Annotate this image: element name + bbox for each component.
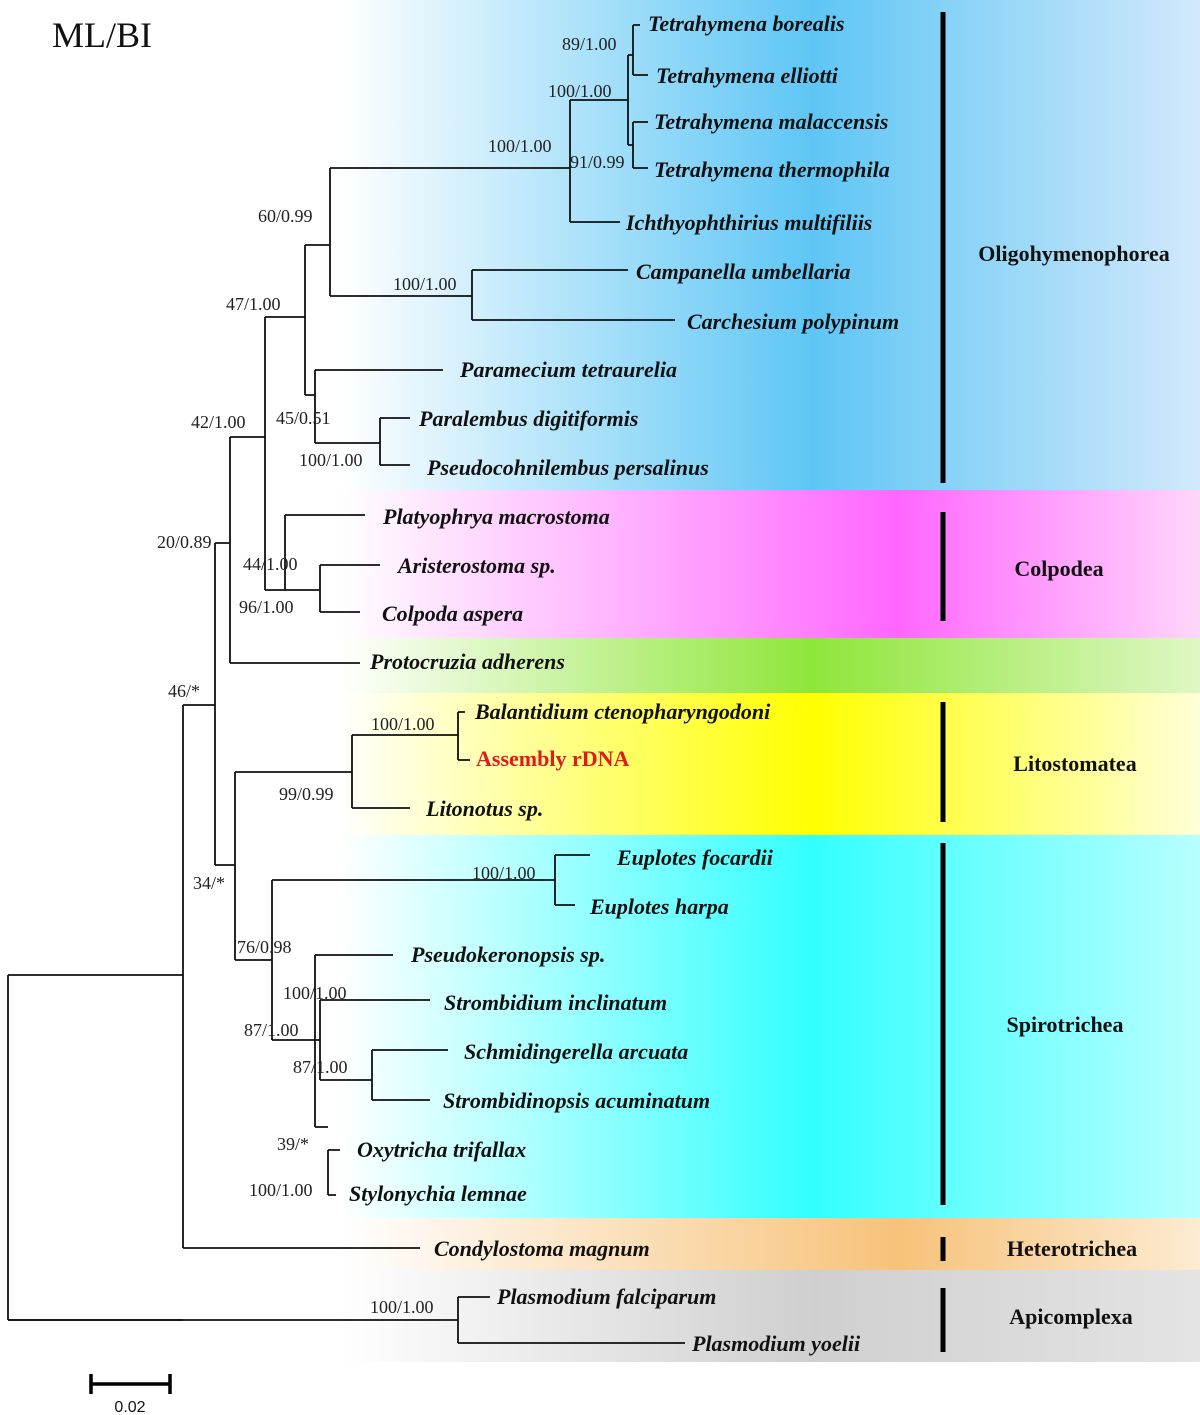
taxon-label: Condylostoma magnum bbox=[434, 1236, 650, 1261]
taxon-label: Strombidinopsis acuminatum bbox=[443, 1088, 710, 1113]
support-value: 47/1.00 bbox=[226, 294, 281, 314]
taxon-label: Aristerostoma sp. bbox=[396, 553, 556, 578]
support-value: 42/1.00 bbox=[191, 412, 246, 432]
band-heterotrichea bbox=[340, 1218, 1200, 1270]
figure-title: ML/BI bbox=[52, 15, 152, 55]
taxon-label: Euplotes focardii bbox=[616, 845, 774, 870]
taxon-label: Tetrahymena malaccensis bbox=[654, 109, 888, 134]
taxon-label: Plasmodium yoelii bbox=[691, 1331, 861, 1356]
scale-bar-label: 0.02 bbox=[114, 1399, 145, 1415]
group-label-litostomatea: Litostomatea bbox=[1013, 751, 1136, 776]
support-value: 100/1.00 bbox=[249, 1180, 313, 1200]
taxon-label: Tetrahymena borealis bbox=[648, 11, 845, 36]
support-value: 44/1.00 bbox=[243, 554, 298, 574]
support-value: 96/1.00 bbox=[239, 597, 294, 617]
support-value: 100/1.00 bbox=[472, 863, 536, 883]
taxon-label-highlight: Assembly rDNA bbox=[476, 746, 629, 771]
support-value: 39/* bbox=[277, 1134, 309, 1154]
taxon-label: Campanella umbellaria bbox=[636, 259, 851, 284]
support-value: 100/1.00 bbox=[370, 1297, 434, 1317]
taxon-label: Pseudocohnilembus persalinus bbox=[426, 455, 709, 480]
band-oligohymenophorea bbox=[340, 0, 1200, 490]
taxon-label: Carchesium polypinum bbox=[687, 309, 899, 334]
group-label-colpodea: Colpodea bbox=[1014, 556, 1103, 581]
scale-bar: 0.02 bbox=[89, 1374, 172, 1415]
support-value: 89/1.00 bbox=[562, 34, 617, 54]
support-value: 87/1.00 bbox=[244, 1020, 299, 1040]
support-value: 91/0.99 bbox=[570, 152, 625, 172]
taxon-label: Litonotus sp. bbox=[425, 796, 543, 821]
group-label-spirotrichea: Spirotrichea bbox=[1007, 1012, 1124, 1037]
group-label-apicomplexa: Apicomplexa bbox=[1009, 1304, 1132, 1329]
support-value: 87/1.00 bbox=[293, 1057, 348, 1077]
taxon-label: Euplotes harpa bbox=[589, 894, 729, 919]
support-value: 46/* bbox=[168, 681, 200, 701]
support-value: 100/1.00 bbox=[371, 714, 435, 734]
group-label-oligohymenophorea: Oligohymenophorea bbox=[978, 241, 1170, 266]
taxon-label: Ichthyophthirius multifiliis bbox=[625, 210, 872, 235]
support-value: 100/1.00 bbox=[283, 983, 347, 1003]
support-value: 100/1.00 bbox=[488, 136, 552, 156]
band-colpodea bbox=[340, 490, 1200, 638]
taxon-label: Balantidium ctenopharyngodoni bbox=[474, 699, 771, 724]
band-protocruzia bbox=[340, 638, 1200, 693]
taxon-label: Tetrahymena thermophila bbox=[654, 157, 890, 182]
taxon-label: Oxytricha trifallax bbox=[357, 1137, 526, 1162]
taxon-label: Tetrahymena elliotti bbox=[656, 63, 839, 88]
taxon-label: Protocruzia adherens bbox=[369, 649, 565, 674]
taxon-label: Schmidingerella arcuata bbox=[464, 1039, 688, 1064]
band-apicomplexa bbox=[340, 1270, 1200, 1362]
taxon-label: Plasmodium falciparum bbox=[496, 1284, 716, 1309]
support-value: 100/1.00 bbox=[548, 81, 612, 101]
band-litostomatea bbox=[340, 693, 1200, 835]
tree-branches bbox=[7, 24, 685, 1344]
support-value: 45/0.51 bbox=[276, 408, 331, 428]
support-value: 60/0.99 bbox=[258, 206, 313, 226]
taxon-label: Strombidium inclinatum bbox=[444, 990, 667, 1015]
taxon-label: Stylonychia lemnae bbox=[349, 1181, 527, 1206]
group-label-heterotrichea: Heterotrichea bbox=[1007, 1236, 1137, 1261]
support-value: 100/1.00 bbox=[299, 450, 363, 470]
band-spirotrichea bbox=[340, 835, 1200, 1218]
support-value: 76/0.98 bbox=[237, 937, 292, 957]
taxon-labels: Tetrahymena borealis Tetrahymena elliott… bbox=[349, 11, 899, 1356]
taxon-label: Pseudokeronopsis sp. bbox=[410, 942, 605, 967]
taxon-label: Colpoda aspera bbox=[382, 601, 523, 626]
taxon-label: Paralembus digitiformis bbox=[418, 406, 638, 431]
group-labels: Oligohymenophorea Colpodea Litostomatea … bbox=[978, 241, 1170, 1329]
support-values: 89/1.00 100/1.00 91/0.99 100/1.00 60/0.9… bbox=[157, 34, 625, 1317]
support-value: 34/* bbox=[193, 873, 225, 893]
support-value: 100/1.00 bbox=[393, 274, 457, 294]
support-value: 99/0.99 bbox=[279, 784, 334, 804]
taxon-label: Platyophrya macrostoma bbox=[382, 504, 610, 529]
taxon-label: Paramecium tetraurelia bbox=[459, 357, 677, 382]
support-value: 20/0.89 bbox=[157, 532, 212, 552]
